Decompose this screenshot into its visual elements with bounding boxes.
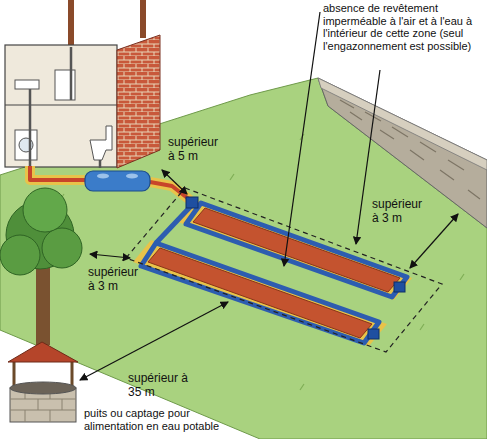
well-roof <box>8 342 78 362</box>
vent-pipe <box>68 0 74 47</box>
loop-box <box>368 329 379 339</box>
septic-tank <box>85 171 150 191</box>
leader-line <box>284 12 320 266</box>
foliage <box>23 188 67 232</box>
spreading-pipe <box>156 205 192 243</box>
washing-machine <box>15 130 37 160</box>
dimension-label: supérieur à 5 m <box>168 136 226 164</box>
tree <box>0 188 82 345</box>
foliage <box>42 228 82 268</box>
dimension-line <box>90 254 130 258</box>
tank-hatch <box>97 174 109 179</box>
tank-body <box>85 171 150 191</box>
well-mouth <box>10 382 76 394</box>
dimension-label: supérieur à 3 m <box>372 198 430 226</box>
note-text: absence de revêtement imperméable à l'ai… <box>323 2 483 53</box>
dimension-line <box>80 302 228 380</box>
foliage <box>0 235 40 275</box>
tree-trunk <box>36 268 50 345</box>
stone-wall <box>318 78 487 228</box>
toilet <box>90 126 112 160</box>
sink <box>15 80 39 89</box>
well <box>8 342 78 422</box>
house <box>5 0 160 168</box>
tank-hatch <box>126 174 138 179</box>
dimension-label: supérieur à 3 m <box>88 266 146 294</box>
loop-box <box>394 282 405 292</box>
wall-top <box>318 78 487 170</box>
distribution-box <box>186 197 198 208</box>
dimension-line <box>410 214 458 268</box>
zone-boundary <box>126 188 442 352</box>
dimension-lines <box>80 12 458 380</box>
dimension-line <box>162 170 187 194</box>
caption-text: puits ou captage pour alimentation en ea… <box>84 407 246 432</box>
brick-wall <box>117 35 160 168</box>
drain-pipe <box>30 47 100 168</box>
wall-body <box>318 78 487 228</box>
vent-pipe <box>140 0 146 38</box>
floor-line <box>5 104 117 105</box>
grass-strokes <box>60 134 464 390</box>
dimension-label: supérieur à 35 m <box>128 372 190 400</box>
wall-stones <box>340 100 480 199</box>
filter-beds <box>133 197 412 346</box>
trench-top <box>148 248 372 338</box>
house-wall <box>5 45 117 167</box>
